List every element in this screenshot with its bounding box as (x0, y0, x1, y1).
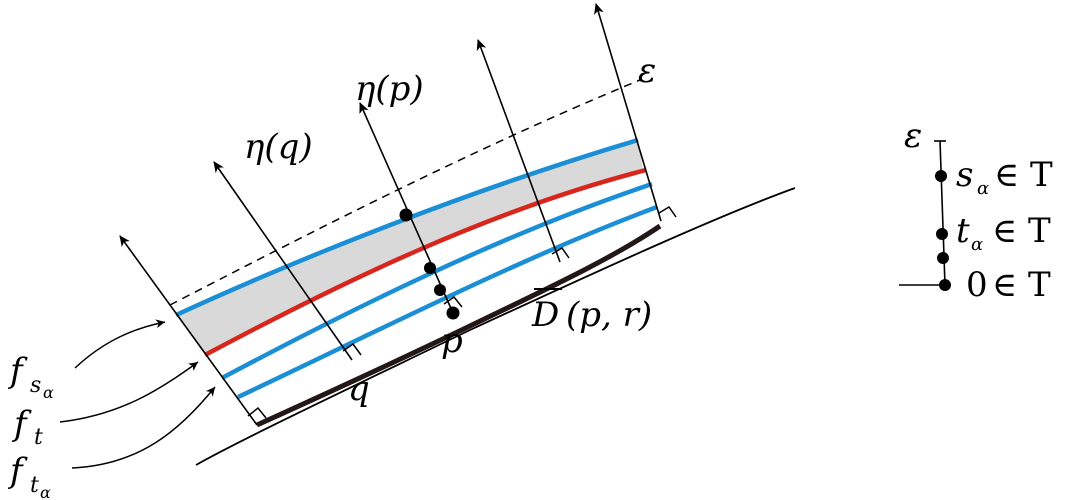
label-f-t: f t (11, 404, 43, 450)
normal-arrow-1 (119, 235, 258, 426)
label-disk: D (p, r) (531, 288, 652, 335)
svg-text:s: s (30, 373, 41, 398)
normal-arrow-p (359, 102, 454, 314)
epsilon-dashed-curve (169, 79, 641, 306)
label-f-s-alpha: f s α (7, 351, 54, 402)
svg-text:∈ T: ∈ T (994, 155, 1053, 195)
svg-text:α: α (977, 178, 989, 199)
shaded-band (176, 140, 643, 355)
level-curve-t-alpha (220, 181, 653, 380)
normal-arrow-4 (476, 39, 561, 263)
label-f-t-alpha: f t α (7, 451, 51, 500)
base-curve (195, 187, 796, 466)
svg-text:f: f (7, 351, 28, 391)
svg-text:t: t (30, 473, 39, 498)
point-dot (424, 262, 436, 274)
svg-text:α: α (43, 383, 54, 402)
svg-text:α: α (40, 483, 51, 500)
level-curve-t (203, 167, 647, 357)
level-curve-s-alpha (175, 137, 639, 318)
pointer-arrow-f-s (74, 319, 166, 369)
right-angle-markers (247, 205, 677, 419)
pointer-arrow-f-t (59, 361, 199, 423)
svg-text:t: t (34, 425, 43, 450)
svg-text:s: s (956, 155, 973, 195)
point-p-dot (446, 306, 460, 320)
label-q: q (348, 369, 370, 409)
svg-text:f: f (7, 451, 28, 491)
svg-text:∈ T: ∈ T (992, 211, 1051, 251)
normal-arrow-5 (594, 3, 662, 222)
svg-text:D: D (531, 295, 559, 335)
normal-arrow-q (213, 161, 353, 361)
svg-text:0: 0 (966, 265, 988, 305)
svg-text:t: t (956, 211, 970, 251)
point-dot (434, 284, 446, 296)
point-dot (399, 208, 413, 222)
pointer-arrow-f-t-alpha (71, 386, 216, 469)
svg-text:(p, r): (p, r) (566, 295, 652, 335)
label-eta-q: η(q) (244, 127, 313, 167)
svg-text:α: α (971, 234, 983, 255)
svg-text:ε: ε (904, 116, 922, 156)
svg-text:f: f (11, 404, 32, 444)
disk-segment (255, 223, 662, 428)
label-epsilon: ε (638, 51, 656, 91)
svg-text:∈ T: ∈ T (992, 265, 1051, 305)
label-p: p (441, 321, 463, 361)
label-eta-p: η(p) (355, 69, 424, 109)
parameter-scale: ε s α ∈ T t α ∈ T 0 ∈ T (899, 116, 1053, 305)
